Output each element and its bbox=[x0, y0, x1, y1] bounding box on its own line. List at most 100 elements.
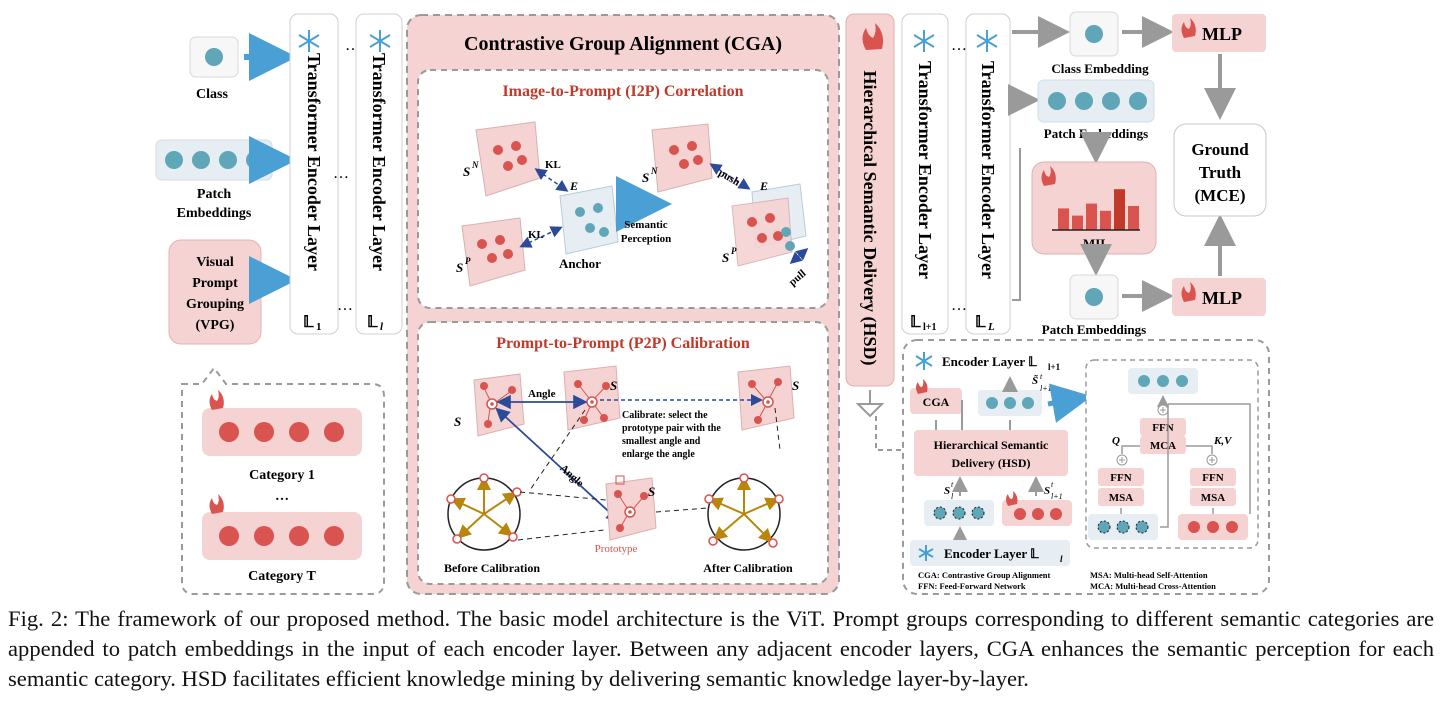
svg-text:Encoder Layer 𝕃: Encoder Layer 𝕃 bbox=[944, 546, 1039, 561]
svg-text:CGA: Contrastive Group Alignme: CGA: Contrastive Group Alignment bbox=[918, 570, 1050, 580]
encoder-sub-1: 𝕃 bbox=[303, 314, 314, 331]
vpg-line-3: Grouping bbox=[186, 297, 244, 312]
mil-bar bbox=[1114, 189, 1125, 230]
encoder-layer-label: Transformer Encoder Layer bbox=[978, 61, 998, 279]
mil-bar bbox=[1100, 210, 1111, 230]
hsd-detail-panel: Encoder Layer 𝕃 l+1 CGA S̃ t l+1 Hierarc… bbox=[902, 339, 1270, 595]
framework-diagram: Class Patch Embeddings Visual Prompt Gro… bbox=[155, 11, 1270, 595]
svg-text:S: S bbox=[792, 378, 799, 393]
encoder-layer-label: Transformer Encoder Layer bbox=[304, 53, 324, 271]
fire-icon bbox=[916, 379, 928, 394]
svg-text:l: l bbox=[951, 492, 954, 501]
snowflake-icon bbox=[915, 352, 933, 370]
class-embedding-label: Class Embedding bbox=[1051, 61, 1149, 76]
snowflake-icon bbox=[298, 30, 320, 52]
svg-text:N: N bbox=[471, 160, 479, 170]
svg-text:…: … bbox=[951, 37, 967, 54]
mil-label: MIL bbox=[1083, 236, 1109, 251]
svg-text:KL: KL bbox=[545, 159, 561, 171]
class-embedding-node: Class Embedding bbox=[1051, 11, 1149, 76]
svg-text:E: E bbox=[569, 179, 578, 193]
svg-text:K,V: K,V bbox=[1213, 435, 1233, 447]
svg-text:l+1: l+1 bbox=[1048, 362, 1061, 372]
svg-text:MCA: MCA bbox=[1150, 440, 1176, 452]
svg-text:Hierarchical Semantic: Hierarchical Semantic bbox=[934, 438, 1049, 452]
mil-box: MIL bbox=[1031, 161, 1157, 255]
svg-text:t: t bbox=[1051, 480, 1054, 489]
svg-text:t: t bbox=[951, 480, 954, 489]
encoder-layer-label: Transformer Encoder Layer bbox=[915, 61, 935, 279]
patch-embeddings-2-label: Patch Embeddings bbox=[1042, 322, 1146, 337]
svg-text:E: E bbox=[759, 179, 768, 193]
prototype-icon bbox=[615, 475, 625, 485]
mlp-label: MLP bbox=[1202, 288, 1242, 308]
detail-cga-label: CGA bbox=[923, 395, 950, 409]
svg-text:MCA: Multi-head Cross-Attentio: MCA: Multi-head Cross-Attention bbox=[1090, 581, 1216, 591]
mil-bar bbox=[1086, 203, 1097, 230]
patch-embeddings-node: Patch Embeddings bbox=[1037, 79, 1155, 141]
svg-text:N: N bbox=[650, 166, 658, 176]
snowflake-icon bbox=[369, 30, 391, 52]
svg-text:MSA: MSA bbox=[1201, 492, 1226, 504]
svg-text:S: S bbox=[454, 414, 461, 429]
svg-text:t: t bbox=[1040, 372, 1043, 381]
svg-text:S̃: S̃ bbox=[1032, 374, 1038, 387]
svg-text:Truth: Truth bbox=[1199, 163, 1242, 182]
svg-text:l+1: l+1 bbox=[1051, 492, 1063, 501]
prototype-label: Prototype bbox=[595, 543, 638, 555]
svg-text:l+1: l+1 bbox=[923, 322, 936, 333]
p2p-title: Prompt-to-Prompt (P2P) Calibration bbox=[496, 335, 750, 352]
svg-text:Semantic: Semantic bbox=[624, 219, 668, 231]
svg-text:Perception: Perception bbox=[621, 233, 672, 245]
mlp-box-bottom: MLP bbox=[1172, 278, 1266, 316]
fire-icon bbox=[862, 23, 884, 50]
mlp-box-top: MLP bbox=[1172, 14, 1266, 52]
svg-text:L: L bbox=[987, 321, 995, 333]
svg-text:P: P bbox=[465, 256, 471, 266]
cga-panel: Contrastive Group Alignment (CGA) Image-… bbox=[406, 14, 840, 595]
encoder-layer-1: Transformer Encoder Layer 𝕃 1 bbox=[289, 13, 339, 335]
svg-text:FFN: FFN bbox=[1110, 472, 1131, 484]
hsd-column: Hierarchical Semantic Delivery (HSD) bbox=[845, 13, 895, 387]
anchor-manifold bbox=[559, 185, 619, 255]
fire-icon bbox=[209, 494, 224, 514]
encoder-layer-l-plus-1: Transformer Encoder Layer 𝕃 l+1 bbox=[901, 13, 949, 335]
fire-icon bbox=[1006, 491, 1018, 506]
fire-icon bbox=[1181, 282, 1196, 302]
fire-icon bbox=[1041, 166, 1056, 186]
vpg-line-4: (VPG) bbox=[196, 318, 235, 333]
svg-text:1: 1 bbox=[316, 321, 322, 333]
svg-text:l: l bbox=[380, 321, 384, 333]
snowflake-icon bbox=[918, 545, 934, 561]
svg-text:Calibrate: select the: Calibrate: select the bbox=[622, 410, 708, 421]
svg-text:KL: KL bbox=[528, 229, 544, 241]
svg-text:S: S bbox=[944, 485, 950, 497]
patch-label-1: Patch bbox=[197, 187, 231, 202]
svg-text:(MCE): (MCE) bbox=[1195, 186, 1246, 205]
mil-bar bbox=[1128, 206, 1139, 230]
svg-text:FFN: FFN bbox=[1152, 422, 1173, 434]
sp-manifold bbox=[461, 217, 526, 287]
svg-text:Angle: Angle bbox=[528, 388, 556, 400]
input-patch-embeddings: Patch Embeddings bbox=[155, 139, 273, 221]
svg-text:S: S bbox=[722, 250, 729, 265]
ellipsis: … bbox=[333, 165, 349, 182]
category-t-label: Category T bbox=[248, 569, 316, 584]
svg-text:S: S bbox=[1044, 485, 1050, 497]
svg-text:…: … bbox=[951, 297, 967, 314]
svg-text:FFN: Feed-Forward Network: FFN: Feed-Forward Network bbox=[918, 581, 1026, 591]
prompt-groups-callout: Category 1 … Category T bbox=[181, 366, 385, 595]
patch-embeddings-label: Patch Embeddings bbox=[1044, 126, 1148, 141]
svg-text:l+1: l+1 bbox=[1040, 384, 1052, 393]
vpg-line-2: Prompt bbox=[192, 276, 238, 291]
after-calibration-label: After Calibration bbox=[703, 561, 793, 575]
snowflake-icon bbox=[976, 30, 998, 52]
anchor-label: Anchor bbox=[559, 256, 601, 271]
mil-bar-chart bbox=[1058, 189, 1139, 230]
svg-text:Ground: Ground bbox=[1191, 140, 1249, 159]
figure-caption: Fig. 2: The framework of our proposed me… bbox=[8, 606, 1434, 691]
vpg-line-1: Visual bbox=[196, 255, 234, 270]
input-class-token: Class bbox=[189, 36, 239, 102]
svg-text:Q: Q bbox=[1112, 435, 1120, 447]
category-1-label: Category 1 bbox=[249, 468, 315, 483]
